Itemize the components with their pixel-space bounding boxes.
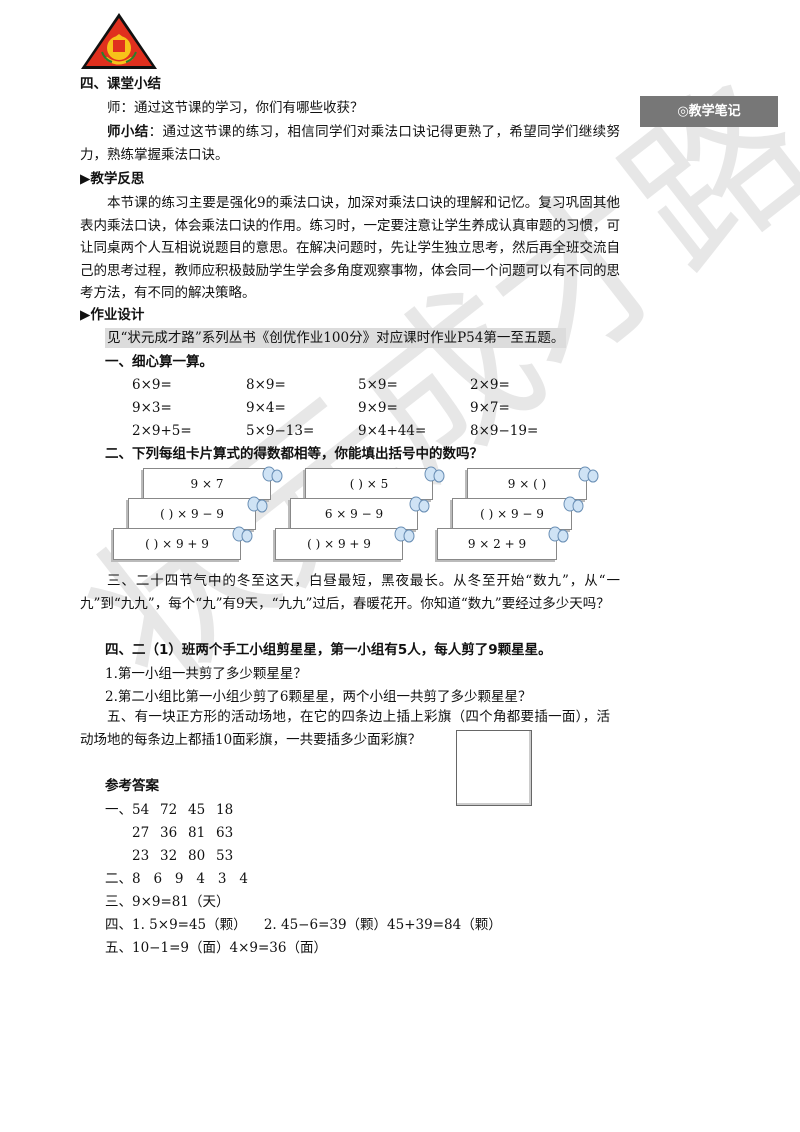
teacher-summary-text: ：通过这节课的练习，相信同学们对乘法口诀记得更熟了，希望同学们继续努力，熟练掌握…	[80, 124, 620, 163]
a2: 二、8 6 9 4 3 4	[105, 871, 248, 887]
card-expr: 6 × 9 − 9	[324, 507, 384, 521]
q2-title: 二、下列每组卡片算式的得数都相等，你能填出括号中的数吗？	[105, 446, 483, 462]
card: 6 × 9 − 9	[290, 496, 430, 530]
a1-item: 81	[188, 825, 206, 841]
q4-sub1: 1.第一小组一共剪了多少颗星星？	[105, 666, 307, 682]
reflection-heading: ▶教学反思	[80, 171, 145, 187]
q1-item: 5×9=	[358, 377, 398, 393]
card: ( ) × 9 + 9	[113, 526, 253, 560]
card-expr: 9 × 7	[190, 477, 224, 491]
card-expr: ( ) × 9 + 9	[145, 537, 209, 551]
a1-prefix: 一、	[105, 802, 132, 818]
a5: 五、10−1=9（面）4×9=36（面）	[105, 940, 327, 956]
a1-item: 80	[188, 848, 206, 864]
card: ( ) × 9 − 9	[128, 496, 268, 530]
reflection-text: 本节课的练习主要是强化9的乘法口诀，加深对乘法口诀的理解和记忆。复习巩固其他表内…	[80, 195, 620, 301]
card-expr: 9 × ( )	[507, 477, 547, 491]
butterfly-icon	[563, 496, 584, 513]
q1-item: 9×4+44=	[358, 423, 427, 439]
card: 9 × 2 + 9	[437, 526, 569, 560]
card-expr: ( ) × 9 − 9	[160, 507, 224, 521]
logo	[80, 12, 158, 70]
q1-item: 8×9−19=	[470, 423, 539, 439]
butterfly-icon	[409, 496, 430, 513]
butterfly-icon	[548, 526, 569, 543]
q1-item: 9×7=	[470, 400, 510, 416]
a4: 四、1. 5×9=45（颗） 2. 45−6=39（颗）45+39=84（颗）	[105, 917, 502, 933]
summary-heading: 四、课堂小结	[80, 76, 161, 92]
homework-reference: 见“状元成才路”系列丛书《创优作业100分》对应课时作业P54第一至五题。	[105, 328, 567, 348]
a1-item: 23	[132, 848, 150, 864]
a1-item: 45	[188, 802, 206, 818]
teacher-summary: 师小结：通过这节课的练习，相信同学们对乘法口诀记得更熟了，希望同学们继续努力，熟…	[80, 121, 620, 166]
butterfly-icon	[247, 496, 268, 513]
teacher-question: 师：通过这节课的学习，你们有哪些收获？	[107, 100, 364, 116]
square-field-figure	[456, 730, 532, 806]
homework-heading: ▶作业设计	[80, 307, 145, 323]
a1-item: 36	[160, 825, 178, 841]
card-expr: ( ) × 5	[349, 477, 389, 491]
teacher-summary-label: 师小结	[107, 124, 149, 140]
a1-item: 54	[132, 802, 150, 818]
teaching-notes-tag: ◎教学笔记	[640, 96, 778, 127]
card: 9 × 7	[143, 466, 283, 500]
q1-title: 一、细心算一算。	[105, 354, 213, 370]
q1-item: 6×9=	[132, 377, 172, 393]
a3: 三、9×9=81（天）	[105, 894, 230, 910]
card-expr: 9 × 2 + 9	[467, 537, 527, 551]
q4-sub2: 2.第二小组比第一小组少剪了6颗星星，两个小组一共剪了多少颗星星？	[105, 689, 532, 705]
card: ( ) × 5	[305, 466, 445, 500]
card-expr: ( ) × 9 − 9	[480, 507, 544, 521]
card-expr: ( ) × 9 + 9	[307, 537, 371, 551]
q1-item: 5×9−13=	[246, 423, 315, 439]
q3-text: 三、二十四节气中的冬至这天，白昼最短，黑夜最长。从冬至开始“数九”，从“一九”到…	[80, 573, 620, 612]
q1-item: 8×9=	[246, 377, 286, 393]
butterfly-icon	[262, 466, 283, 483]
q1-item: 9×4=	[246, 400, 286, 416]
butterfly-icon	[424, 466, 445, 483]
a1-item: 72	[160, 802, 178, 818]
q4-title: 四、二（1）班两个手工小组剪星星，第一小组有5人，每人剪了9颗星星。	[105, 642, 552, 658]
butterfly-icon	[578, 466, 599, 483]
card: ( ) × 9 + 9	[275, 526, 415, 560]
a1-item: 53	[216, 848, 234, 864]
q1-item: 2×9=	[470, 377, 510, 393]
q1-item: 9×3=	[132, 400, 172, 416]
answers-heading: 参考答案	[105, 778, 159, 794]
q1-item: 2×9+5=	[132, 423, 192, 439]
a1-item: 18	[216, 802, 234, 818]
butterfly-icon	[394, 526, 415, 543]
q1-item: 9×9=	[358, 400, 398, 416]
a1-item: 32	[160, 848, 178, 864]
a1-item: 63	[216, 825, 234, 841]
butterfly-icon	[232, 526, 253, 543]
a1-item: 27	[132, 825, 150, 841]
q5-text: 五、有一块正方形的活动场地，在它的四条边上插上彩旗（四个角都要插一面），活动场地…	[80, 709, 610, 748]
